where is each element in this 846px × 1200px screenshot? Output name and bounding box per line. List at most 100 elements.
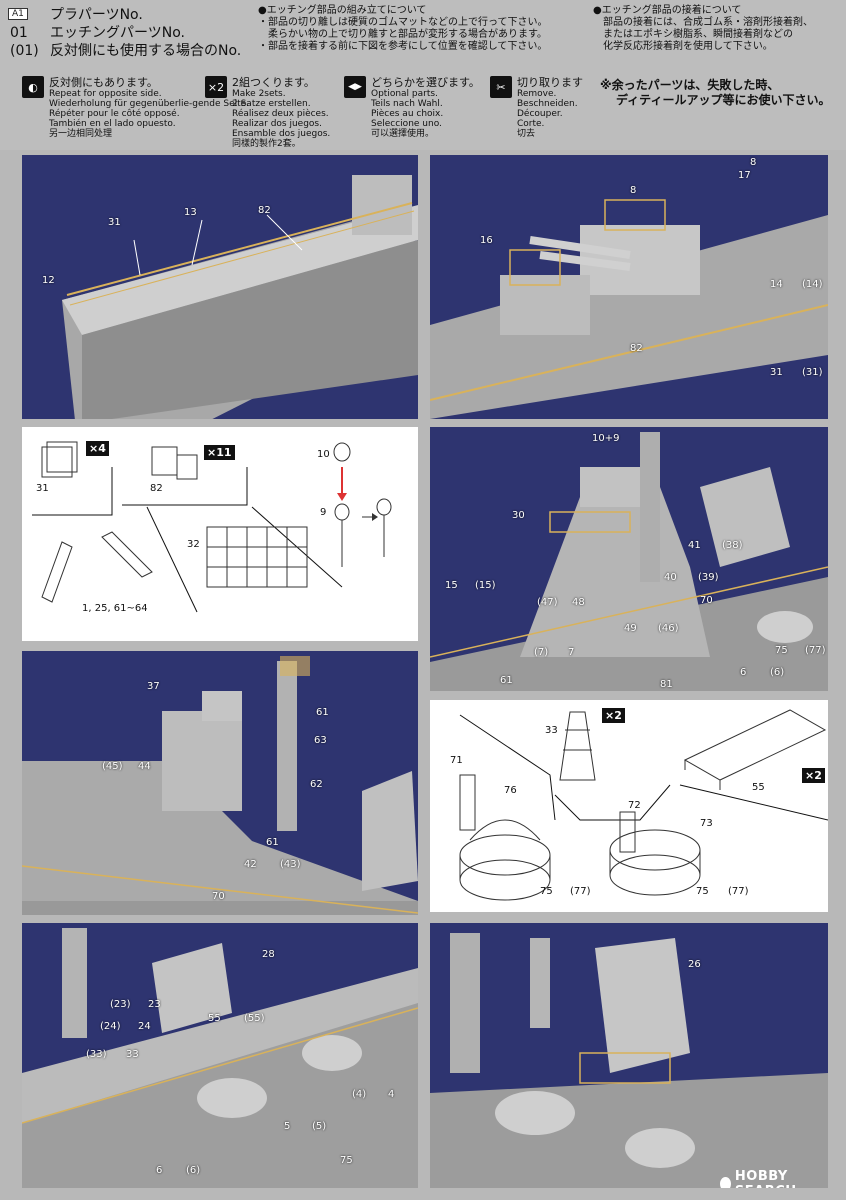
diagram-etched-parts-b: 33 71 76 75 (77) 55 72 73 75 (77) ×2 ×2: [430, 700, 828, 912]
brand-logo-icon: [720, 1177, 731, 1188]
amidships-model-illustration: [22, 928, 418, 1188]
label-part: (33): [86, 1049, 107, 1060]
label-part: 33: [545, 725, 558, 736]
label-part: 4: [388, 1089, 395, 1100]
photo-tower: 37 61 63 (45) 44 62 61 42 (43) 70: [22, 651, 418, 915]
multiplier-badge: ×2: [602, 708, 625, 723]
label-part: 33: [126, 1049, 139, 1060]
label-part: 8: [630, 185, 637, 196]
label-part: 37: [147, 681, 160, 692]
label-part: 12: [42, 275, 55, 286]
brand-watermark: HOBBY SEARCH: [720, 1169, 828, 1188]
label-part: 75: [340, 1155, 353, 1166]
notes-adhesive: ●エッチング部品の接着について 部品の接着には、合成ゴム系・溶剤形接着剤、 また…: [593, 5, 813, 52]
label-part: 72: [628, 800, 641, 811]
symbol-opposite: ◐ 反対側にもあります。 Repeat for opposite side. W…: [22, 76, 249, 139]
label-part: 13: [184, 207, 197, 218]
label-part: (77): [728, 886, 749, 897]
label-part: 10+9: [592, 433, 620, 444]
label-part: 31: [108, 217, 121, 228]
legend-plastic: プラパーツNo.: [50, 7, 143, 23]
label-part: (43): [280, 859, 301, 870]
label-part: 42: [244, 859, 257, 870]
label-part: 26: [688, 959, 701, 970]
photo-turrets: 8 8 17 16 82 14 (14) 31 (31): [430, 155, 828, 419]
label-part: 82: [258, 205, 271, 216]
label-part: (4): [352, 1089, 367, 1100]
label-part: 71: [450, 755, 463, 766]
label-part: 6: [740, 667, 747, 678]
label-part: 76: [504, 785, 517, 796]
label-part: 8: [750, 157, 757, 168]
label-part: 10: [317, 449, 330, 460]
label-part: (77): [805, 645, 826, 656]
label-part: 41: [688, 540, 701, 551]
label-part: (77): [570, 886, 591, 897]
label-part: (7): [534, 647, 549, 658]
bridge-model-illustration: [430, 432, 828, 691]
label-part: 14: [770, 279, 783, 290]
multiplier-badge: ×2: [802, 768, 825, 783]
cut-off-icon: ✂: [490, 76, 512, 98]
label-part: 15: [445, 580, 458, 591]
brand-name: HOBBY SEARCH: [734, 1169, 796, 1188]
photo-bridge: 10+9 30 41 (38) 40 (39) 15 (15) (47) 48 …: [430, 427, 828, 691]
label-part: 23: [148, 999, 161, 1010]
label-part: (24): [100, 1021, 121, 1032]
label-part: 16: [480, 235, 493, 246]
label-part: (31): [802, 367, 823, 378]
tower-model-illustration: [22, 656, 418, 915]
funnel-model-illustration: [430, 933, 828, 1188]
page-tag: A1: [8, 8, 28, 20]
label-part: 61: [500, 675, 513, 686]
label-part: (15): [475, 580, 496, 591]
label-part: (45): [102, 761, 123, 772]
label-part: 32: [187, 539, 200, 550]
label-part: (38): [722, 540, 743, 551]
symbol-cut-off: ✂ 切り取ります Remove. Beschneiden. Découper. …: [490, 76, 583, 139]
choose-one-icon: ◀▶: [344, 76, 366, 98]
label-part: 70: [212, 891, 225, 902]
label-part: 70: [700, 595, 713, 606]
label-part: 82: [630, 343, 643, 354]
photo-funnel: 26 HOBBY SEARCH: [430, 923, 828, 1188]
opposite-side-icon: ◐: [22, 76, 44, 98]
label-part: 31: [36, 483, 49, 494]
label-part: (6): [770, 667, 785, 678]
label-part: (23): [110, 999, 131, 1010]
label-part: 55: [752, 782, 765, 793]
label-part: 9: [320, 507, 327, 518]
platform-parts-drawing: [459, 709, 828, 901]
bow-model-illustration: [62, 175, 418, 419]
label-part: 1, 25, 61~64: [82, 603, 148, 614]
legend-opposite: (01)反対側にも使用する場合のNo.: [10, 43, 242, 59]
label-part: 63: [314, 735, 327, 746]
label-part: 17: [738, 170, 751, 181]
multiplier-badge: ×4: [86, 441, 109, 456]
turret-model-illustration: [430, 199, 828, 419]
label-part: 7: [568, 647, 575, 658]
label-part: (55): [244, 1013, 265, 1024]
label-part: (47): [537, 597, 558, 608]
label-part: 61: [316, 707, 329, 718]
label-part: (46): [658, 623, 679, 634]
label-part: 40: [664, 572, 677, 583]
label-part: (5): [312, 1121, 327, 1132]
label-part: 28: [262, 949, 275, 960]
diagram-etched-parts-a: 31 82 32 1, 25, 61~64 10 9 ×4 ×11: [22, 427, 418, 641]
label-part: 75: [540, 886, 553, 897]
etched-parts-drawing: [32, 441, 392, 613]
label-part: 73: [700, 818, 713, 829]
label-part: 81: [660, 679, 673, 690]
label-part: (39): [698, 572, 719, 583]
notes-assembly: ●エッチング部品の組み立てについて ・部品の切り離しは硬質のゴムマットなどの上で…: [258, 5, 548, 52]
photo-amidships: 28 (23) 23 (24) 24 55 (55) (33) 33 (4) 4…: [22, 923, 418, 1188]
label-part: 48: [572, 597, 585, 608]
label-part: (14): [802, 279, 823, 290]
label-part: 49: [624, 623, 637, 634]
label-part: 75: [775, 645, 788, 656]
symbol-make-two: ×2 2組つくります。 Make 2sets. 2 Satze erstelle…: [205, 76, 330, 149]
make-two-icon: ×2: [205, 76, 227, 98]
label-part: 31: [770, 367, 783, 378]
